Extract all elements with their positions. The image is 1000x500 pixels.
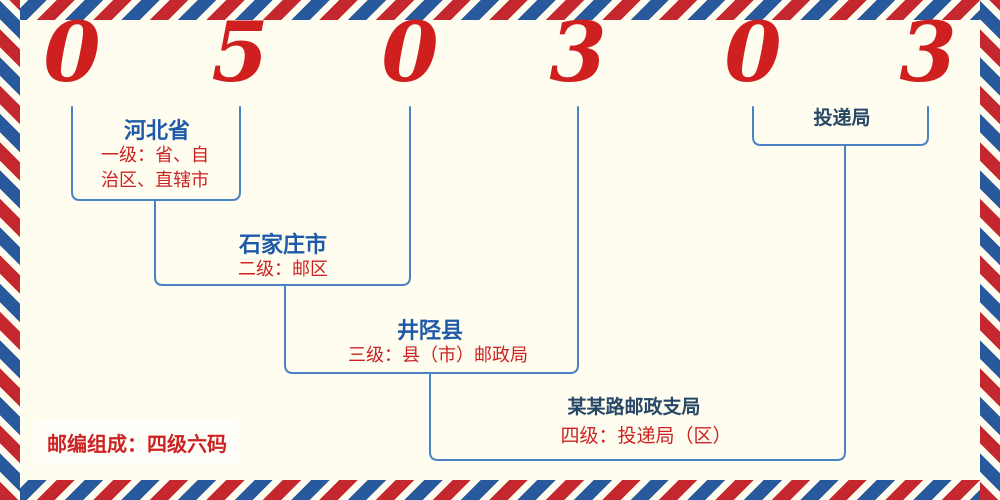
level1-desc: 一级：省、自 治区、直辖市 xyxy=(101,145,209,191)
level2-desc: 二级：邮区 xyxy=(238,259,328,280)
airmail-border-right xyxy=(980,0,1000,500)
airmail-border-bottom xyxy=(0,480,1000,500)
airmail-border-top xyxy=(0,0,1000,20)
airmail-border-left xyxy=(0,0,20,500)
level2-name: 石家庄市 xyxy=(238,233,328,258)
postal-digit-6: 3 xyxy=(899,5,957,101)
postal-digit-4: 3 xyxy=(549,5,607,101)
level3-name: 井陉县 xyxy=(396,319,464,344)
postal-digit-3: 0 xyxy=(381,5,439,101)
postal-digit-2: 5 xyxy=(211,5,269,101)
level4-name: 某某路邮政支局 xyxy=(567,396,701,418)
level1-name: 河北省 xyxy=(123,119,191,144)
delivery-office-label: 投递局 xyxy=(813,107,871,129)
level4-desc: 四级：投递局（区） xyxy=(560,425,732,447)
postal-digit-1: 0 xyxy=(43,5,101,101)
footer-note: 邮编组成：四级六码 xyxy=(34,421,240,464)
level3-desc: 三级：县（市）邮政局 xyxy=(348,345,528,366)
postal-digit-5: 0 xyxy=(724,5,782,101)
